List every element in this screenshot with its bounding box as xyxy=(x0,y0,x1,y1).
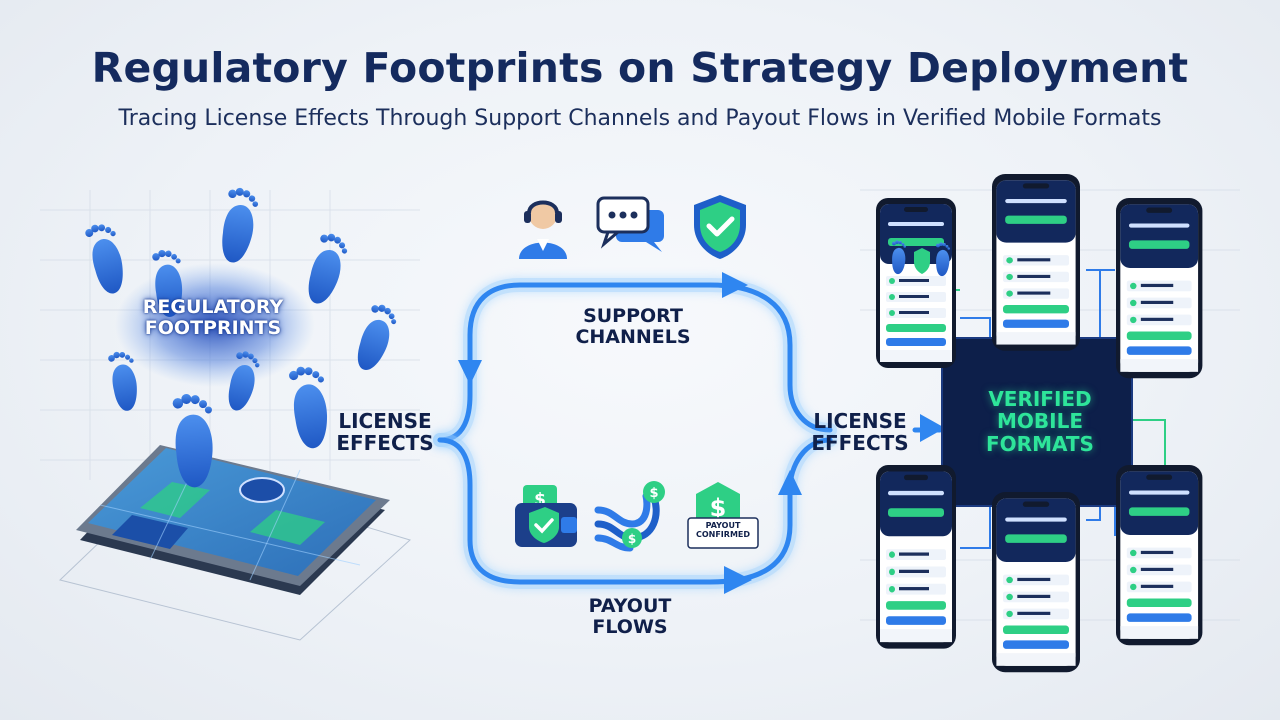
mobile-format-screen-4 xyxy=(876,465,956,649)
mobile-format-screen-5 xyxy=(992,492,1080,673)
page-subtitle: Tracing License Effects Through Support … xyxy=(118,106,1162,131)
isometric-phone-illustration xyxy=(58,445,411,641)
arrow-right-up xyxy=(778,470,802,495)
regulatory-footprints-label: REGULATORY FOOTPRINTS xyxy=(142,296,284,340)
license-effects-right-label: LICENSE EFFECTS xyxy=(811,409,909,456)
support-agent-icon xyxy=(519,200,567,259)
svg-text:$: $ xyxy=(534,490,546,510)
footprints-cluster xyxy=(83,186,400,489)
svg-text:$: $ xyxy=(628,532,636,546)
transfer-flow-icon: $ $ xyxy=(594,481,665,552)
svg-text:$: $ xyxy=(710,494,727,522)
svg-text:$: $ xyxy=(649,486,658,501)
shield-check-icon xyxy=(694,195,746,259)
page-title: Regulatory Footprints on Strategy Deploy… xyxy=(91,44,1189,92)
support-channels-label: SUPPORT CHANNELS xyxy=(575,305,691,349)
license-effects-left-label: LICENSE EFFECTS xyxy=(336,409,434,456)
mobile-format-screen-6 xyxy=(1116,465,1203,646)
arrow-to-verified xyxy=(920,414,945,442)
arrow-left-down xyxy=(458,360,482,385)
payout-confirmed-badge xyxy=(687,517,759,549)
chat-bubble-icon xyxy=(596,196,664,252)
arrow-bottom-right xyxy=(724,566,752,594)
wallet-icon: $ xyxy=(515,485,577,547)
payout-confirmed-text: PAYOUT CONFIRMED xyxy=(695,521,751,539)
arrow-top-right xyxy=(722,272,748,298)
flow-arrowheads xyxy=(458,272,945,594)
verified-mobile-formats-label: VERIFIED MOBILE FORMATS xyxy=(986,387,1094,456)
mobile-format-screen-1 xyxy=(876,198,956,368)
payout-flows-label: PAYOUT FLOWS xyxy=(588,595,672,639)
verified-panel xyxy=(942,338,1132,506)
mobile-format-screen-3 xyxy=(1116,198,1203,379)
mini-phone-footprints xyxy=(892,240,951,277)
mobile-format-screen-2 xyxy=(992,174,1080,351)
